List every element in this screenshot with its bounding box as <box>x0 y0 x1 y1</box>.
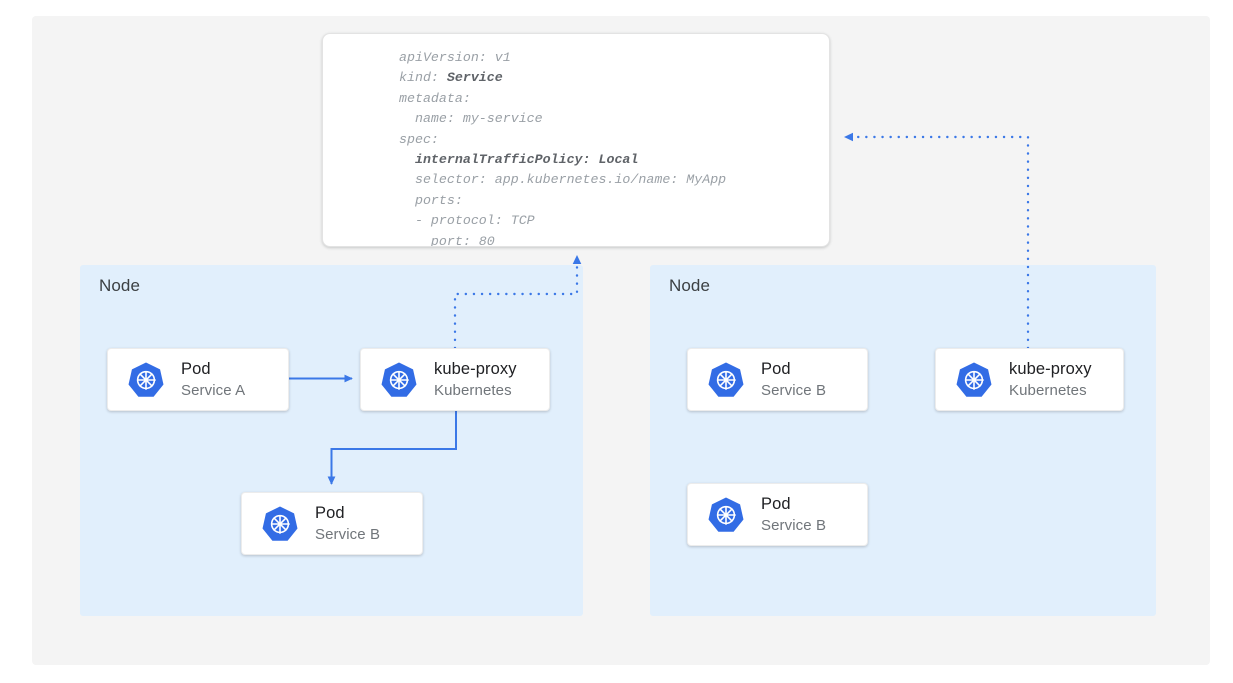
card-title: kube-proxy <box>1009 359 1092 378</box>
card-pod-a[interactable]: Pod Service A <box>107 348 289 411</box>
service-spec-card: apiVersion: v1 kind: Service metadata: n… <box>322 33 830 247</box>
kubernetes-icon <box>956 362 992 397</box>
card-subtitle: Service B <box>315 525 381 543</box>
card-title: Pod <box>315 503 345 522</box>
card-pod-b-left-text: Pod Service B <box>315 503 380 544</box>
node-label-left: Node <box>99 276 141 295</box>
card-subtitle: Kubernetes <box>434 381 512 399</box>
card-pod-b-right-2[interactable]: Pod Service B <box>687 483 868 546</box>
card-title: kube-proxy <box>434 359 517 378</box>
node-container-left: Node <box>80 265 583 616</box>
card-pod-b-left[interactable]: Pod Service B <box>241 492 423 555</box>
kubernetes-icon <box>262 506 298 541</box>
card-pod-b-right-text: Pod Service B <box>761 359 826 400</box>
card-title: Pod <box>761 494 791 513</box>
card-title: Pod <box>761 359 791 378</box>
card-subtitle: Kubernetes <box>1009 381 1087 399</box>
card-subtitle: Service A <box>181 381 246 399</box>
card-subtitle: Service B <box>761 381 827 399</box>
kubernetes-icon <box>128 362 164 397</box>
card-kube-proxy-right-text: kube-proxy Kubernetes <box>1009 359 1092 400</box>
card-kube-proxy-right[interactable]: kube-proxy Kubernetes <box>935 348 1124 411</box>
node-container-right: Node <box>650 265 1156 616</box>
card-pod-a-text: Pod Service A <box>181 359 245 400</box>
service-spec-code: apiVersion: v1 kind: Service metadata: n… <box>399 50 727 247</box>
card-pod-b-right-2-text: Pod Service B <box>761 494 826 535</box>
card-kube-proxy-left-text: kube-proxy Kubernetes <box>434 359 517 400</box>
node-label-right: Node <box>669 276 711 295</box>
kubernetes-icon <box>708 497 744 532</box>
card-pod-b-right[interactable]: Pod Service B <box>687 348 868 411</box>
card-kube-proxy-left[interactable]: kube-proxy Kubernetes <box>360 348 550 411</box>
kubernetes-icon <box>708 362 744 397</box>
card-title: Pod <box>181 359 211 378</box>
card-subtitle: Service B <box>761 516 827 534</box>
kubernetes-icon <box>381 362 417 397</box>
